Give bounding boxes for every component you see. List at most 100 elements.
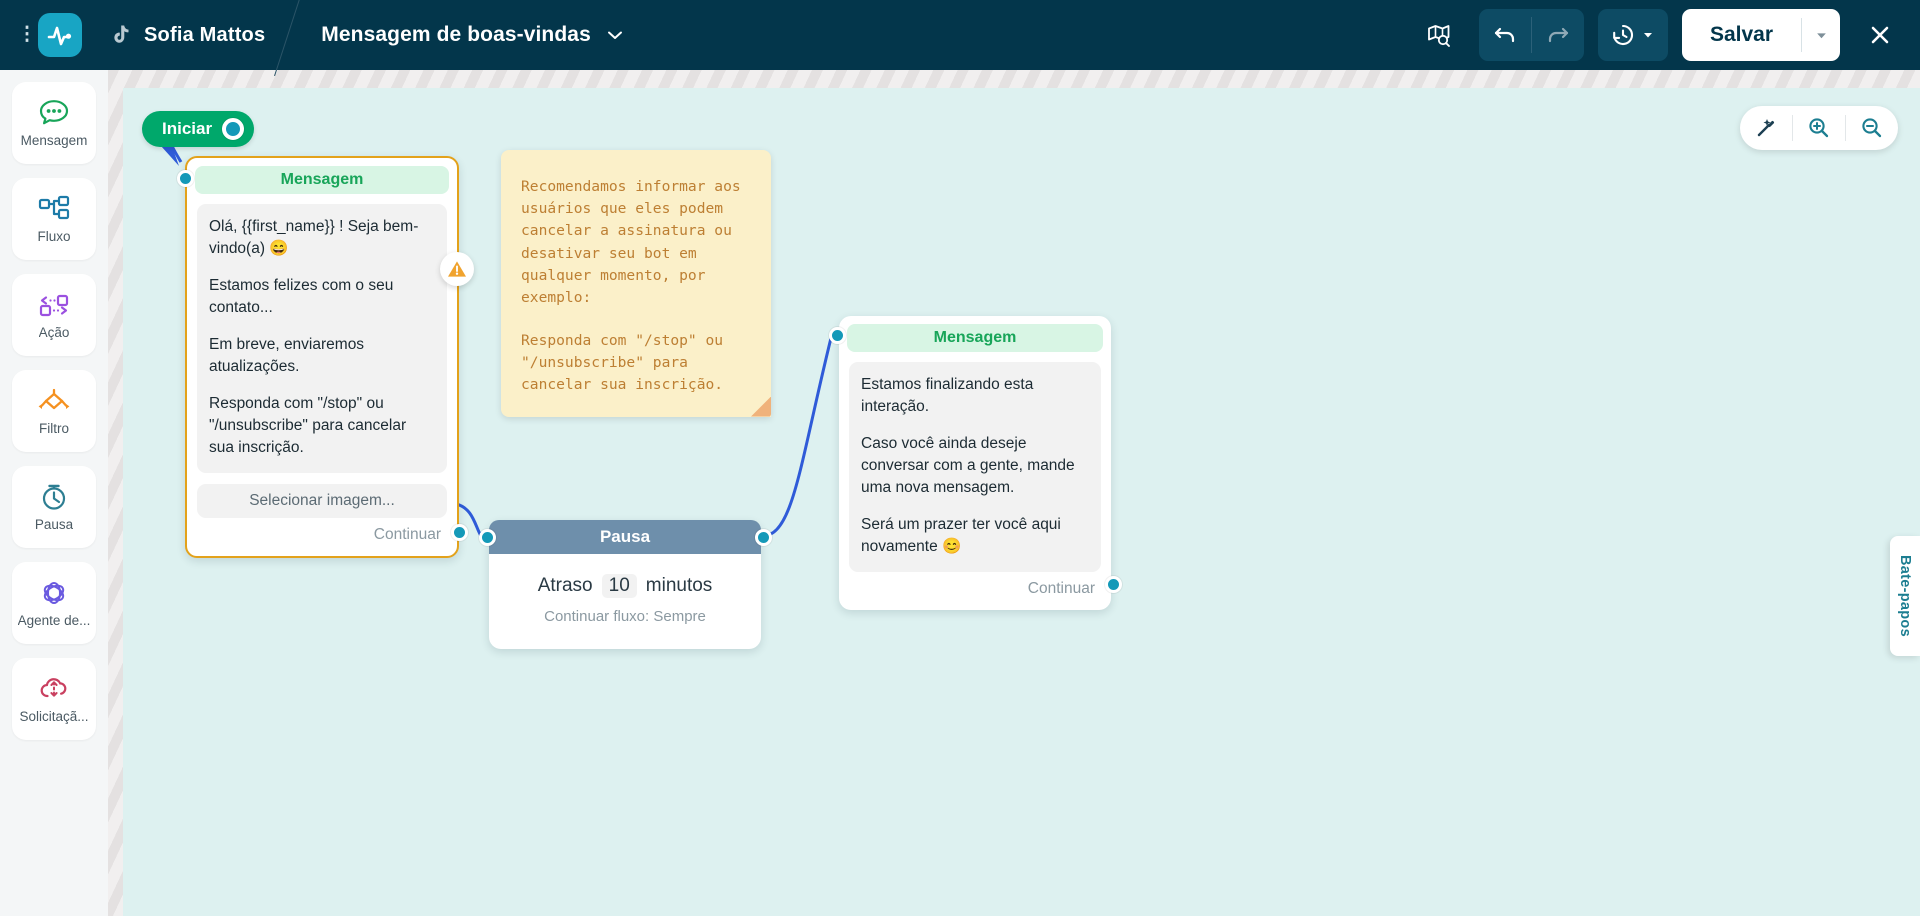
- sidebar-item-fluxo[interactable]: Fluxo: [12, 178, 96, 260]
- account-name: Sofia Mattos: [144, 23, 266, 46]
- sidebar-item-label: Ação: [38, 325, 70, 340]
- pause-node-body: Atraso 10 minutos Continuar fluxo: Sempr…: [489, 554, 761, 649]
- undo-redo-group: [1478, 9, 1584, 61]
- note-line: Responda com "/stop" ou: [521, 332, 724, 350]
- note-line: qualquer momento, por: [521, 266, 706, 284]
- node-warning-badge[interactable]: [440, 252, 474, 286]
- pause-delay-row: Atraso 10 minutos: [489, 574, 761, 598]
- map-search-button[interactable]: [1413, 9, 1465, 61]
- select-image-button[interactable]: Selecionar imagem...: [197, 484, 447, 518]
- redo-button[interactable]: [1532, 9, 1584, 61]
- sidebar-item-label: Filtro: [39, 421, 69, 436]
- node-pausa[interactable]: Pausa Atraso 10 minutos Continuar fluxo:…: [479, 520, 772, 649]
- start-output-port[interactable]: [222, 118, 245, 140]
- redo-icon: [1548, 27, 1569, 43]
- close-button[interactable]: [1854, 9, 1906, 61]
- note-line: cancelar sua inscrição.: [521, 376, 724, 394]
- message-paragraph: Responda com "/stop" ou "/unsubscribe" p…: [209, 395, 407, 456]
- message-paragraph: Caso você ainda deseje conversar com a g…: [861, 435, 1075, 496]
- start-node[interactable]: Iniciar: [142, 111, 255, 147]
- app-menu-dots-icon[interactable]: ⋮: [17, 24, 37, 45]
- toolbar-divider: [1845, 115, 1846, 141]
- sidebar-item-acao[interactable]: Ação: [12, 274, 96, 356]
- zoom-in-button[interactable]: [1793, 106, 1845, 150]
- stopwatch-icon: [38, 482, 70, 512]
- zoom-out-icon: [1862, 118, 1882, 138]
- node-output-port[interactable]: [1105, 576, 1122, 593]
- message-text-body[interactable]: Estamos finalizando esta interação. Caso…: [849, 362, 1101, 572]
- app-header: ⋮ Sofia Mattos Mensagem de boas-vindas: [0, 0, 1920, 70]
- note-spacer: [521, 309, 747, 330]
- sidebar-item-mensagem[interactable]: Mensagem: [12, 82, 96, 164]
- node-continue-row: Continuar: [187, 518, 457, 556]
- undo-icon: [1494, 27, 1515, 43]
- continue-label: Continuar: [373, 526, 441, 543]
- sidebar-item-filtro[interactable]: Filtro: [12, 370, 96, 452]
- account-selector[interactable]: Sofia Mattos: [112, 24, 265, 47]
- save-button-group[interactable]: Salvar: [1681, 9, 1840, 61]
- sidebar-item-solicitacao[interactable]: Solicitaçã...: [12, 658, 96, 740]
- message-paragraph: Estamos felizes com o seu contato...: [209, 277, 394, 316]
- canvas-boundary-top: [108, 70, 1920, 88]
- node-mensagem-2[interactable]: Mensagem Estamos finalizando esta intera…: [829, 316, 1122, 610]
- message-paragraph: Estamos finalizando esta interação.: [861, 376, 1034, 415]
- caret-down-icon: [1816, 32, 1826, 38]
- node-header: Pausa: [489, 520, 761, 554]
- auto-arrange-button[interactable]: [1740, 106, 1792, 150]
- save-button[interactable]: Salvar: [1709, 23, 1773, 46]
- node-title: Mensagem: [280, 171, 364, 188]
- continue-label: Continuar: [1027, 580, 1095, 597]
- cloud-request-icon: [37, 674, 71, 704]
- filter-diamond-icon: [36, 386, 72, 416]
- flow-canvas-area[interactable]: Iniciar Mensagem Olá, {{first_name}} ! S…: [108, 70, 1920, 916]
- node-output-port[interactable]: [755, 529, 772, 546]
- node-output-port[interactable]: [451, 524, 468, 541]
- pause-delay-value[interactable]: 10: [601, 574, 637, 598]
- node-input-port[interactable]: [829, 327, 846, 344]
- message-text-body[interactable]: Olá, {{first_name}} ! Seja bem-vindo(a) …: [197, 204, 447, 473]
- sidebar-item-agente-de-ia[interactable]: Agente de...: [12, 562, 96, 644]
- magic-wand-icon: [1757, 119, 1774, 137]
- flow-title-dropdown[interactable]: Mensagem de boas-vindas: [321, 23, 625, 47]
- note-line: "/unsubscribe" para: [521, 354, 688, 372]
- pause-delay-unit: minutos: [645, 575, 713, 596]
- undo-button[interactable]: [1479, 9, 1531, 61]
- chats-side-tab[interactable]: Bate-papos: [1890, 536, 1920, 656]
- ai-agent-atom-icon: [38, 578, 70, 608]
- flow-canvas[interactable]: Iniciar Mensagem Olá, {{first_name}} ! S…: [123, 88, 1920, 916]
- brand-logo[interactable]: [38, 13, 82, 57]
- note-line: cancelar a assinatura ou: [521, 222, 732, 240]
- sidebar-item-label: Fluxo: [37, 229, 71, 244]
- flow-tree-icon: [37, 194, 71, 224]
- chat-bubble-icon: [37, 98, 71, 128]
- history-clock-icon: [1613, 24, 1633, 46]
- toolbar-divider: [1792, 115, 1793, 141]
- save-options-button[interactable]: [1802, 9, 1840, 61]
- message-paragraph: Olá, {{first_name}} ! Seja bem-vindo(a) …: [209, 218, 419, 257]
- map-search-icon: [1428, 25, 1450, 47]
- chats-tab-label: Bate-papos: [1897, 555, 1913, 637]
- sidebar-item-label: Pausa: [34, 517, 74, 532]
- node-header: Mensagem: [195, 166, 449, 194]
- node-input-port[interactable]: [177, 170, 194, 187]
- note-fold-corner: [751, 396, 771, 417]
- canvas-boundary-left: [108, 70, 123, 916]
- sidebar-item-label: Solicitaçã...: [19, 709, 89, 724]
- history-button[interactable]: [1597, 9, 1668, 61]
- node-input-port[interactable]: [479, 529, 496, 546]
- node-mensagem-1[interactable]: Mensagem Olá, {{first_name}} ! Seja bem-…: [177, 156, 474, 558]
- sticky-note[interactable]: Recomendamos informar aos usuários que e…: [501, 150, 771, 417]
- pulse-logo-icon: [47, 26, 72, 46]
- note-line: desativar seu bot em: [521, 244, 697, 262]
- zoom-out-button[interactable]: [1846, 106, 1898, 150]
- node-header: Mensagem: [847, 324, 1103, 352]
- sidebar-item-label: Agente de...: [17, 613, 91, 628]
- node-continue-row: Continuar: [839, 572, 1111, 610]
- sidebar-item-pausa[interactable]: Pausa: [12, 466, 96, 548]
- note-line: exemplo:: [521, 288, 592, 306]
- node-title: Mensagem: [933, 329, 1017, 346]
- warning-triangle-icon: [448, 261, 466, 277]
- tiktok-icon: [114, 25, 129, 43]
- zoom-in-icon: [1809, 118, 1829, 138]
